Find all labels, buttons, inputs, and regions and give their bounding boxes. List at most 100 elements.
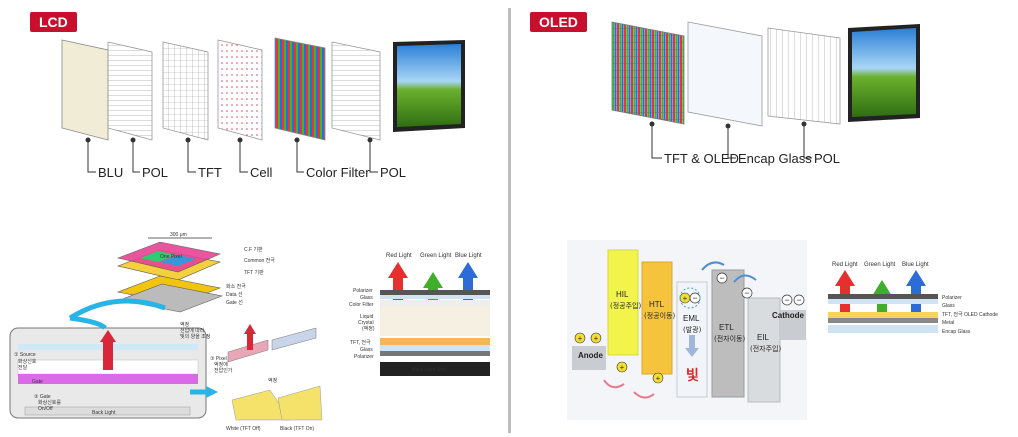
svg-text:+: + [594,334,599,343]
svg-text:Blue Light: Blue Light [455,253,482,259]
svg-text:HIL: HIL [616,290,629,299]
lcd-layer-blu [61,39,109,141]
svg-text:Glass: Glass [360,347,373,353]
svg-text:−: − [719,273,724,283]
lcd-panel: LCD [0,0,508,437]
lcd-light-stack: Red Light Green Light Blue Light Back Li… [349,253,490,376]
svg-text:Polarizer: Polarizer [942,295,962,301]
oled-screen-image [848,24,920,122]
svg-text:Liquid: Liquid [360,314,374,320]
svg-text:−: − [784,295,789,305]
svg-text:Anode: Anode [578,351,603,360]
svg-text:TFT, 전극 OLED Cathode: TFT, 전극 OLED Cathode [942,311,998,318]
svg-text:One Pixel: One Pixel [160,254,182,260]
svg-text:화소 전극: 화소 전극 [226,283,246,290]
svg-text:300 μm: 300 μm [170,232,187,238]
oled-layer-tft [611,21,685,125]
lcd-layer-cell [217,39,263,141]
oled-label-tft-oled: TFT & OLED [664,151,739,166]
svg-text:On/Off: On/Off [38,406,53,412]
svg-text:HTL: HTL [649,300,665,309]
svg-text:ETL: ETL [719,323,734,332]
lcd-pixel-diagram: 300 μm One Pixel C.F 기판 Common 전극 TFT 기판… [9,232,323,432]
svg-text:−: − [744,288,749,298]
lcd-label-pol: POL [142,165,168,180]
oled-layer-pol [767,27,841,125]
svg-text:Color Filter: Color Filter [349,302,374,308]
svg-text:Encap Glass: Encap Glass [942,329,971,335]
lcd-layer-tft [162,41,209,141]
svg-text:C.F 기판: C.F 기판 [244,246,263,253]
panel-divider [508,8,511,433]
svg-text:액정에: 액정에 [214,361,228,368]
lcd-label-tft: TFT [198,165,222,180]
svg-text:(전자주입): (전자주입) [750,344,781,353]
svg-text:+: + [683,294,688,303]
svg-text:(정공주입): (정공주입) [610,301,641,310]
svg-text:Metal: Metal [942,320,954,326]
lcd-label-color-filter: Color Filter [306,165,370,180]
svg-text:빛의 양을 조정: 빛의 양을 조정 [180,333,210,340]
svg-text:(정공이동): (정공이동) [644,311,675,320]
lcd-badge: LCD [30,12,77,32]
svg-text:화상신호: 화상신호 [18,358,37,365]
svg-text:TFT, 전극: TFT, 전극 [350,339,371,346]
svg-text:(발광): (발광) [683,325,702,334]
svg-text:Glass: Glass [942,303,955,309]
svg-text:Green Light: Green Light [420,253,452,259]
lcd-layer-pol [107,41,153,141]
svg-text:EIL: EIL [757,333,770,342]
svg-text:−: − [692,293,697,303]
svg-text:Gate: Gate [32,379,43,385]
svg-text:Green Light: Green Light [864,262,896,268]
svg-text:Glass: Glass [360,295,373,301]
svg-text:Common 전극: Common 전극 [244,257,275,264]
svg-text:① Source: ① Source [14,352,36,358]
svg-text:TFT 기판: TFT 기판 [244,269,264,276]
oled-panel: OLED [512,0,1018,437]
svg-text:+: + [578,334,583,343]
svg-text:Red Light: Red Light [386,253,412,259]
svg-text:−: − [796,295,801,305]
svg-text:Crystal: Crystal [358,320,374,326]
svg-text:Polarizer: Polarizer [354,354,374,360]
svg-text:빛: 빛 [686,368,699,384]
svg-text:Red Light: Red Light [832,262,858,268]
lcd-screen-image [393,40,465,132]
svg-text:전압인가: 전압인가 [214,367,233,374]
oled-diagram: TFT & OLED Encap Glass POL Anode HIL (정공… [567,21,998,420]
oled-label-encap: Encap Glass [738,151,812,166]
svg-text:+: + [620,363,625,372]
svg-text:Gate 선: Gate 선 [226,299,243,306]
svg-text:③ Pixel: ③ Pixel [210,356,227,362]
svg-text:(전자이동): (전자이동) [714,334,745,343]
svg-text:전압에 따라: 전압에 따라 [180,327,205,334]
svg-text:Black (TFT On): Black (TFT On) [280,426,314,432]
svg-text:Back Light Unit: Back Light Unit [412,367,446,373]
svg-text:Back Light: Back Light [92,410,116,416]
oled-energy-diagram: Anode HIL (정공주입) HTL (정공이동) EML (발광) 빛 E… [567,240,807,420]
svg-text:+: + [656,374,661,383]
svg-text:액정: 액정 [180,321,189,328]
svg-text:Polarizer: Polarizer [353,288,373,294]
svg-text:EML: EML [683,314,700,323]
oled-layer-encap [687,21,763,127]
lcd-label-blu: BLU [98,165,123,180]
lcd-layer-pol-front [331,41,381,141]
svg-text:(액정): (액정) [362,325,375,332]
svg-text:화상신호를: 화상신호를 [38,399,61,406]
oled-light-stack: Red Light Green Light Blue Light Polariz… [828,262,998,335]
oled-badge: OLED [530,12,587,32]
svg-text:Data 선: Data 선 [226,291,243,298]
svg-text:Blue Light: Blue Light [902,262,929,268]
lcd-layer-color-filter [274,37,326,141]
svg-text:Cathode: Cathode [772,311,805,320]
svg-text:액정: 액정 [268,377,277,384]
oled-label-pol: POL [814,151,840,166]
lcd-label-pol-front: POL [380,165,406,180]
lcd-diagram: BLU POL TFT Cell Color Filter POL 300 μm… [9,37,490,432]
svg-text:전달: 전달 [18,364,28,371]
svg-text:White (TFT Off): White (TFT Off) [226,426,261,432]
svg-text:② Gate: ② Gate [34,394,51,400]
lcd-label-cell: Cell [250,165,273,180]
